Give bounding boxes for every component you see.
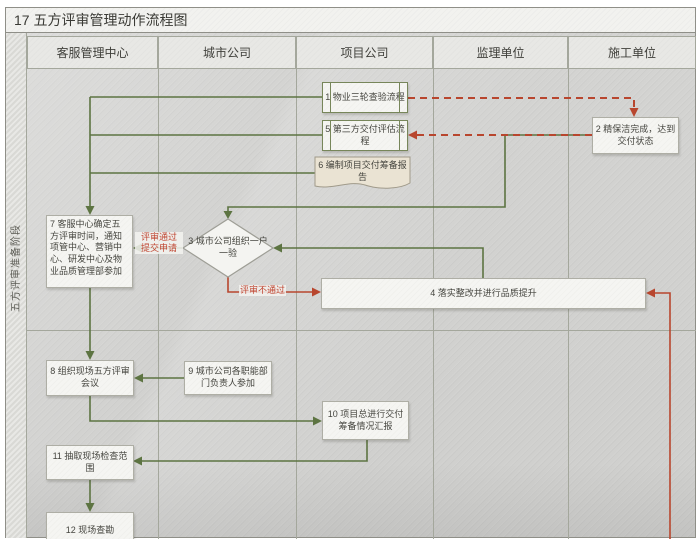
node-label: 10 项目总进行交付筹备情况汇报 bbox=[327, 408, 404, 431]
node-label: 7 客服中心确定五方评审时间，通知项管中心、营销中心、研发中心及物业品质管理部参… bbox=[50, 219, 123, 276]
flow-node-11: 11 抽取现场检查范围 bbox=[46, 445, 134, 480]
decision-diamond bbox=[181, 218, 275, 278]
lane-header-supervision-unit: 监理单位 bbox=[433, 36, 568, 69]
lane-header-project-company: 项目公司 bbox=[296, 36, 433, 69]
edge-n1-to-n2-dashed bbox=[408, 97, 635, 108]
node-label: 12 现场查勘 bbox=[65, 525, 115, 536]
node-label: 4 落实整改并进行品质提升 bbox=[430, 287, 537, 298]
edge-rectify-to-inspection bbox=[282, 247, 484, 278]
edge-label-pass: 评审通过 提交申请 bbox=[135, 232, 183, 254]
flow-node-12: 12 现场查勘 bbox=[46, 512, 134, 539]
node-label: 1 物业三轮查验流程 bbox=[325, 91, 405, 102]
subprocess-side-bar bbox=[330, 83, 331, 112]
flow-node-5: 5 第三方交付评估流程 bbox=[322, 120, 408, 151]
flow-node-4: 4 落实整改并进行品质提升 bbox=[321, 278, 646, 309]
edge-bottom-to-rectify bbox=[655, 292, 671, 539]
node-label: 8 组织现场五方评审会议 bbox=[50, 366, 130, 388]
lane-header-construction-unit: 施工单位 bbox=[568, 36, 696, 69]
node-label: 2 精保洁完成，达到交付状态 bbox=[595, 123, 676, 146]
diagram-title-text: 17 五方评审管理动作流程图 bbox=[14, 12, 188, 28]
node-label: 9 城市公司各职能部门负责人参加 bbox=[188, 366, 268, 388]
lane-divider bbox=[158, 36, 159, 539]
lane-header-customer-service: 客服管理中心 bbox=[27, 36, 158, 69]
diagram-title: 17 五方评审管理动作流程图 bbox=[5, 7, 696, 33]
flow-node-6: 6 编制项目交付筹备报告 bbox=[315, 158, 410, 185]
green-connectors bbox=[89, 96, 592, 503]
red-connectors bbox=[227, 277, 671, 539]
subprocess-side-bar bbox=[399, 121, 400, 150]
node-label: 11 抽取现场检查范围 bbox=[52, 450, 128, 473]
phase-boundary-line bbox=[6, 330, 696, 331]
edge-label-fail: 评审不通过 bbox=[239, 285, 287, 296]
edge-label-pass-line2: 提交申请 bbox=[140, 242, 177, 253]
red-arrowheads bbox=[312, 108, 655, 298]
edge-label-pass-line1: 评审通过 bbox=[140, 232, 177, 242]
subprocess-side-bar bbox=[330, 121, 331, 150]
node-label: 3 城市公司组织一户一验 bbox=[188, 236, 268, 258]
flow-node-9: 9 城市公司各职能部门负责人参加 bbox=[184, 361, 272, 395]
red-dashed-connectors bbox=[408, 97, 635, 136]
flow-node-8: 8 组织现场五方评审会议 bbox=[46, 360, 134, 396]
edge-cleaning-to-inspection bbox=[227, 134, 592, 211]
document-shape bbox=[314, 156, 411, 189]
node-label: 5 第三方交付评估流程 bbox=[325, 123, 405, 146]
flow-node-7: 7 客服中心确定五方评审时间，通知项管中心、营销中心、研发中心及物业品质管理部参… bbox=[46, 215, 133, 288]
subprocess-side-bar bbox=[399, 83, 400, 112]
node-label: 6 编制项目交付筹备报告 bbox=[318, 159, 407, 182]
green-arrowheads bbox=[85, 206, 322, 512]
flow-node-10: 10 项目总进行交付筹备情况汇报 bbox=[322, 401, 409, 440]
flow-node-2: 2 精保洁完成，达到交付状态 bbox=[592, 117, 679, 154]
lane-divider bbox=[296, 36, 297, 539]
lane-header-city-company: 城市公司 bbox=[158, 36, 296, 69]
flow-node-1: 1 物业三轮查验流程 bbox=[322, 82, 408, 113]
flow-node-3: 3 城市公司组织一户一验 bbox=[186, 226, 270, 270]
phase-strip: 五方评审准备阶段 bbox=[6, 33, 27, 538]
